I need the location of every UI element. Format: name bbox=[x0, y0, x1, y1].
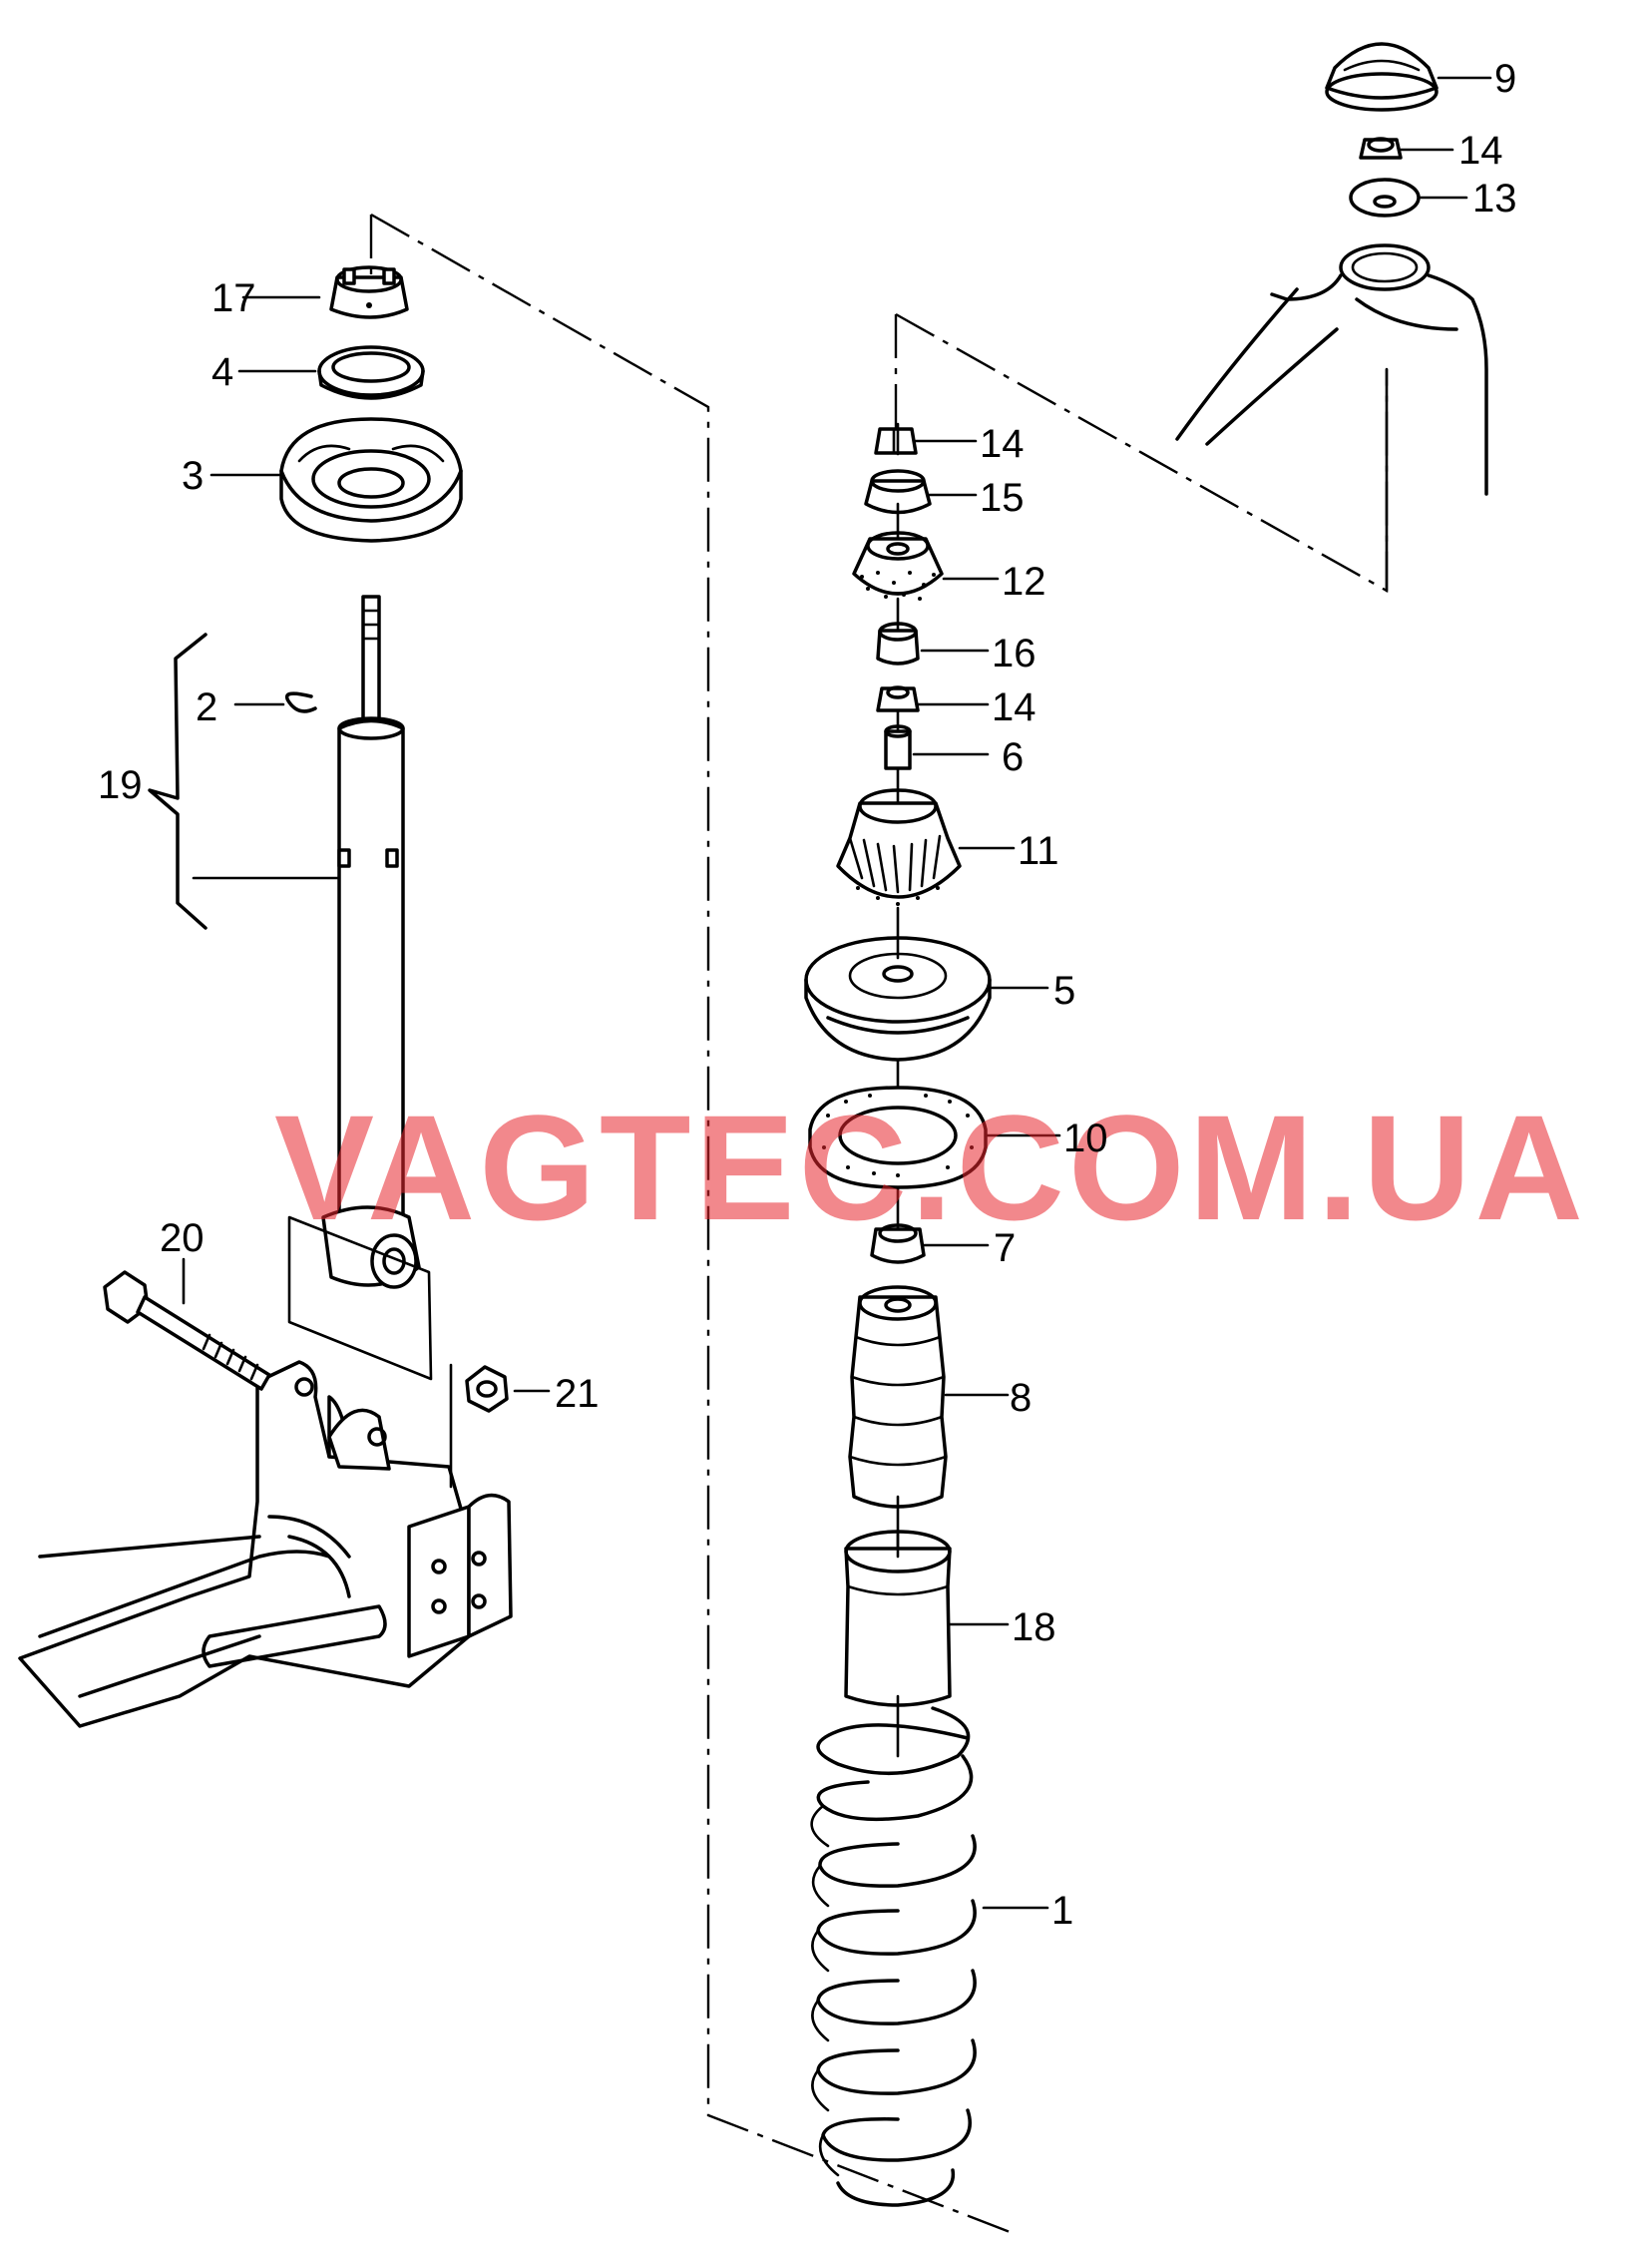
bump-stop-part bbox=[848, 1285, 948, 1509]
nut-upper-part bbox=[874, 427, 918, 455]
slotted-nut-part bbox=[329, 265, 409, 319]
hex-bolt-part bbox=[103, 1270, 271, 1391]
rubber-mount-upper-part bbox=[852, 531, 944, 601]
spacer-sleeve-part bbox=[884, 724, 912, 770]
callout-4: 4 bbox=[211, 350, 233, 394]
callout-12: 12 bbox=[1002, 560, 1046, 604]
callout-2: 2 bbox=[196, 685, 217, 729]
nut-middle-part bbox=[876, 685, 920, 712]
watermark-text: VAGTEC.COM.UA bbox=[274, 1084, 1587, 1251]
callout-7: 7 bbox=[994, 1226, 1016, 1270]
spring-pad-part bbox=[808, 1086, 988, 1189]
callout-9: 9 bbox=[1494, 57, 1516, 101]
protective-cap-part bbox=[1325, 42, 1439, 112]
mount-bracket-frame bbox=[287, 1215, 433, 1381]
callout-labels: 9 14 13 14 15 12 16 14 6 11 5 10 7 8 18 … bbox=[98, 57, 1517, 1933]
callout-17: 17 bbox=[211, 276, 256, 320]
callout-10: 10 bbox=[1063, 1117, 1108, 1160]
callout-14-top: 14 bbox=[1458, 129, 1503, 173]
rubber-mount-lower-part bbox=[836, 788, 962, 906]
coil-spring-part bbox=[810, 1706, 977, 2207]
callout-13: 13 bbox=[1472, 177, 1517, 221]
spring-plate-part bbox=[279, 417, 463, 543]
protective-sleeve-part bbox=[844, 1530, 952, 1707]
leader-lines bbox=[182, 76, 1492, 1910]
washer-top-part bbox=[1349, 178, 1421, 218]
nut-top-part bbox=[1359, 137, 1403, 160]
rear-axle-beam bbox=[18, 1360, 513, 1728]
callout-6: 6 bbox=[1002, 735, 1024, 779]
callout-1: 1 bbox=[1051, 1889, 1073, 1933]
callout-19: 19 bbox=[98, 763, 143, 807]
callout-14-middle: 14 bbox=[992, 685, 1036, 729]
callout-20: 20 bbox=[160, 1216, 205, 1260]
callout-15: 15 bbox=[980, 476, 1025, 520]
shock-absorber-part bbox=[321, 595, 421, 1289]
dished-washer-part bbox=[864, 469, 932, 515]
seal-ring-part bbox=[317, 345, 425, 400]
section-frame-right bbox=[894, 312, 1389, 594]
assembly-bracket bbox=[148, 633, 207, 930]
callout-3: 3 bbox=[182, 454, 204, 498]
washer-bush-part bbox=[870, 1223, 926, 1264]
callout-18: 18 bbox=[1012, 1605, 1056, 1649]
callout-11: 11 bbox=[1018, 829, 1059, 873]
callout-8: 8 bbox=[1010, 1376, 1032, 1420]
callout-5: 5 bbox=[1053, 969, 1075, 1013]
callout-21: 21 bbox=[555, 1372, 600, 1416]
body-mount-dome bbox=[1175, 243, 1488, 593]
hex-nut-part bbox=[449, 1363, 509, 1489]
circlip-part bbox=[284, 691, 317, 713]
callout-16: 16 bbox=[992, 632, 1036, 675]
callout-14-upper: 14 bbox=[980, 422, 1025, 466]
